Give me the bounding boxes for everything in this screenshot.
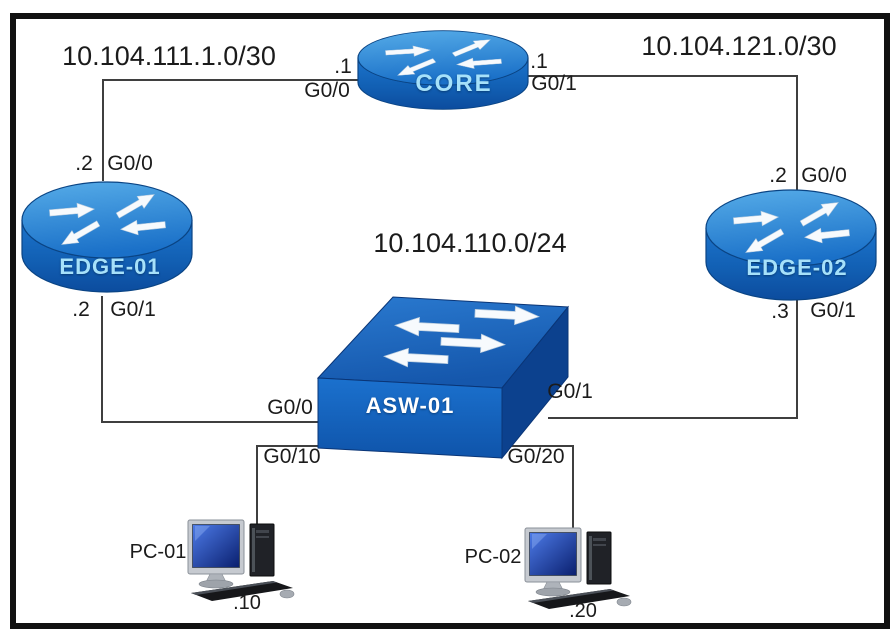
core-name-label: CORE [415,70,493,97]
core-g01-port-label: G0/1 [531,72,577,95]
subnet-lan-label: 10.104.110.0/24 [373,228,567,258]
link-asw01-pc01 [256,445,322,526]
edge01-name-label: EDGE-01 [59,254,161,279]
asw01-g00-port-label: G0/0 [267,396,313,419]
subnet-wan-left-label: 10.104.111.1.0/30 [62,41,276,71]
pc01-icon [187,519,295,602]
edge02-g00-ip-label: .2 [769,164,787,187]
pc01-ip-label: .10 [233,592,261,614]
edge01-g01-port-label: G0/1 [110,298,156,321]
edge02-router-icon [706,190,876,300]
link-edge02-asw01 [548,299,798,419]
asw01-switch-icon [316,296,570,460]
edge01-g01-ip-label: .2 [72,298,90,321]
core-g00-port-label: G0/0 [304,79,350,102]
asw01-name-label: ASW-01 [365,393,455,418]
edge02-g00-port-label: G0/0 [801,164,847,187]
core-g00-ip-label: .1 [334,55,352,78]
core-g01-ip-label: .1 [530,50,548,73]
edge02-g01-port-label: G0/1 [810,299,856,322]
link-asw01-pc02 [500,445,574,531]
edge02-g01-ip-label: .3 [771,300,789,323]
link-core-edge01 [102,79,358,181]
asw01-g010-port-label: G0/10 [263,445,321,468]
asw01-g020-port-label: G0/20 [507,445,565,468]
edge01-g00-ip-label: .2 [75,152,93,175]
pc02-icon [524,527,632,610]
pc01-name-label: PC-01 [129,541,187,563]
asw01-g01-port-label: G0/1 [547,380,593,403]
subnet-wan-right-label: 10.104.121.0/30 [641,31,837,61]
link-edge01-asw01 [101,296,318,423]
edge02-name-label: EDGE-02 [746,255,848,280]
pc02-ip-label: .20 [569,600,597,622]
pc02-name-label: PC-02 [464,546,522,568]
diagram-border [10,13,890,629]
link-core-edge02 [528,75,798,196]
edge01-g00-port-label: G0/0 [107,152,153,175]
